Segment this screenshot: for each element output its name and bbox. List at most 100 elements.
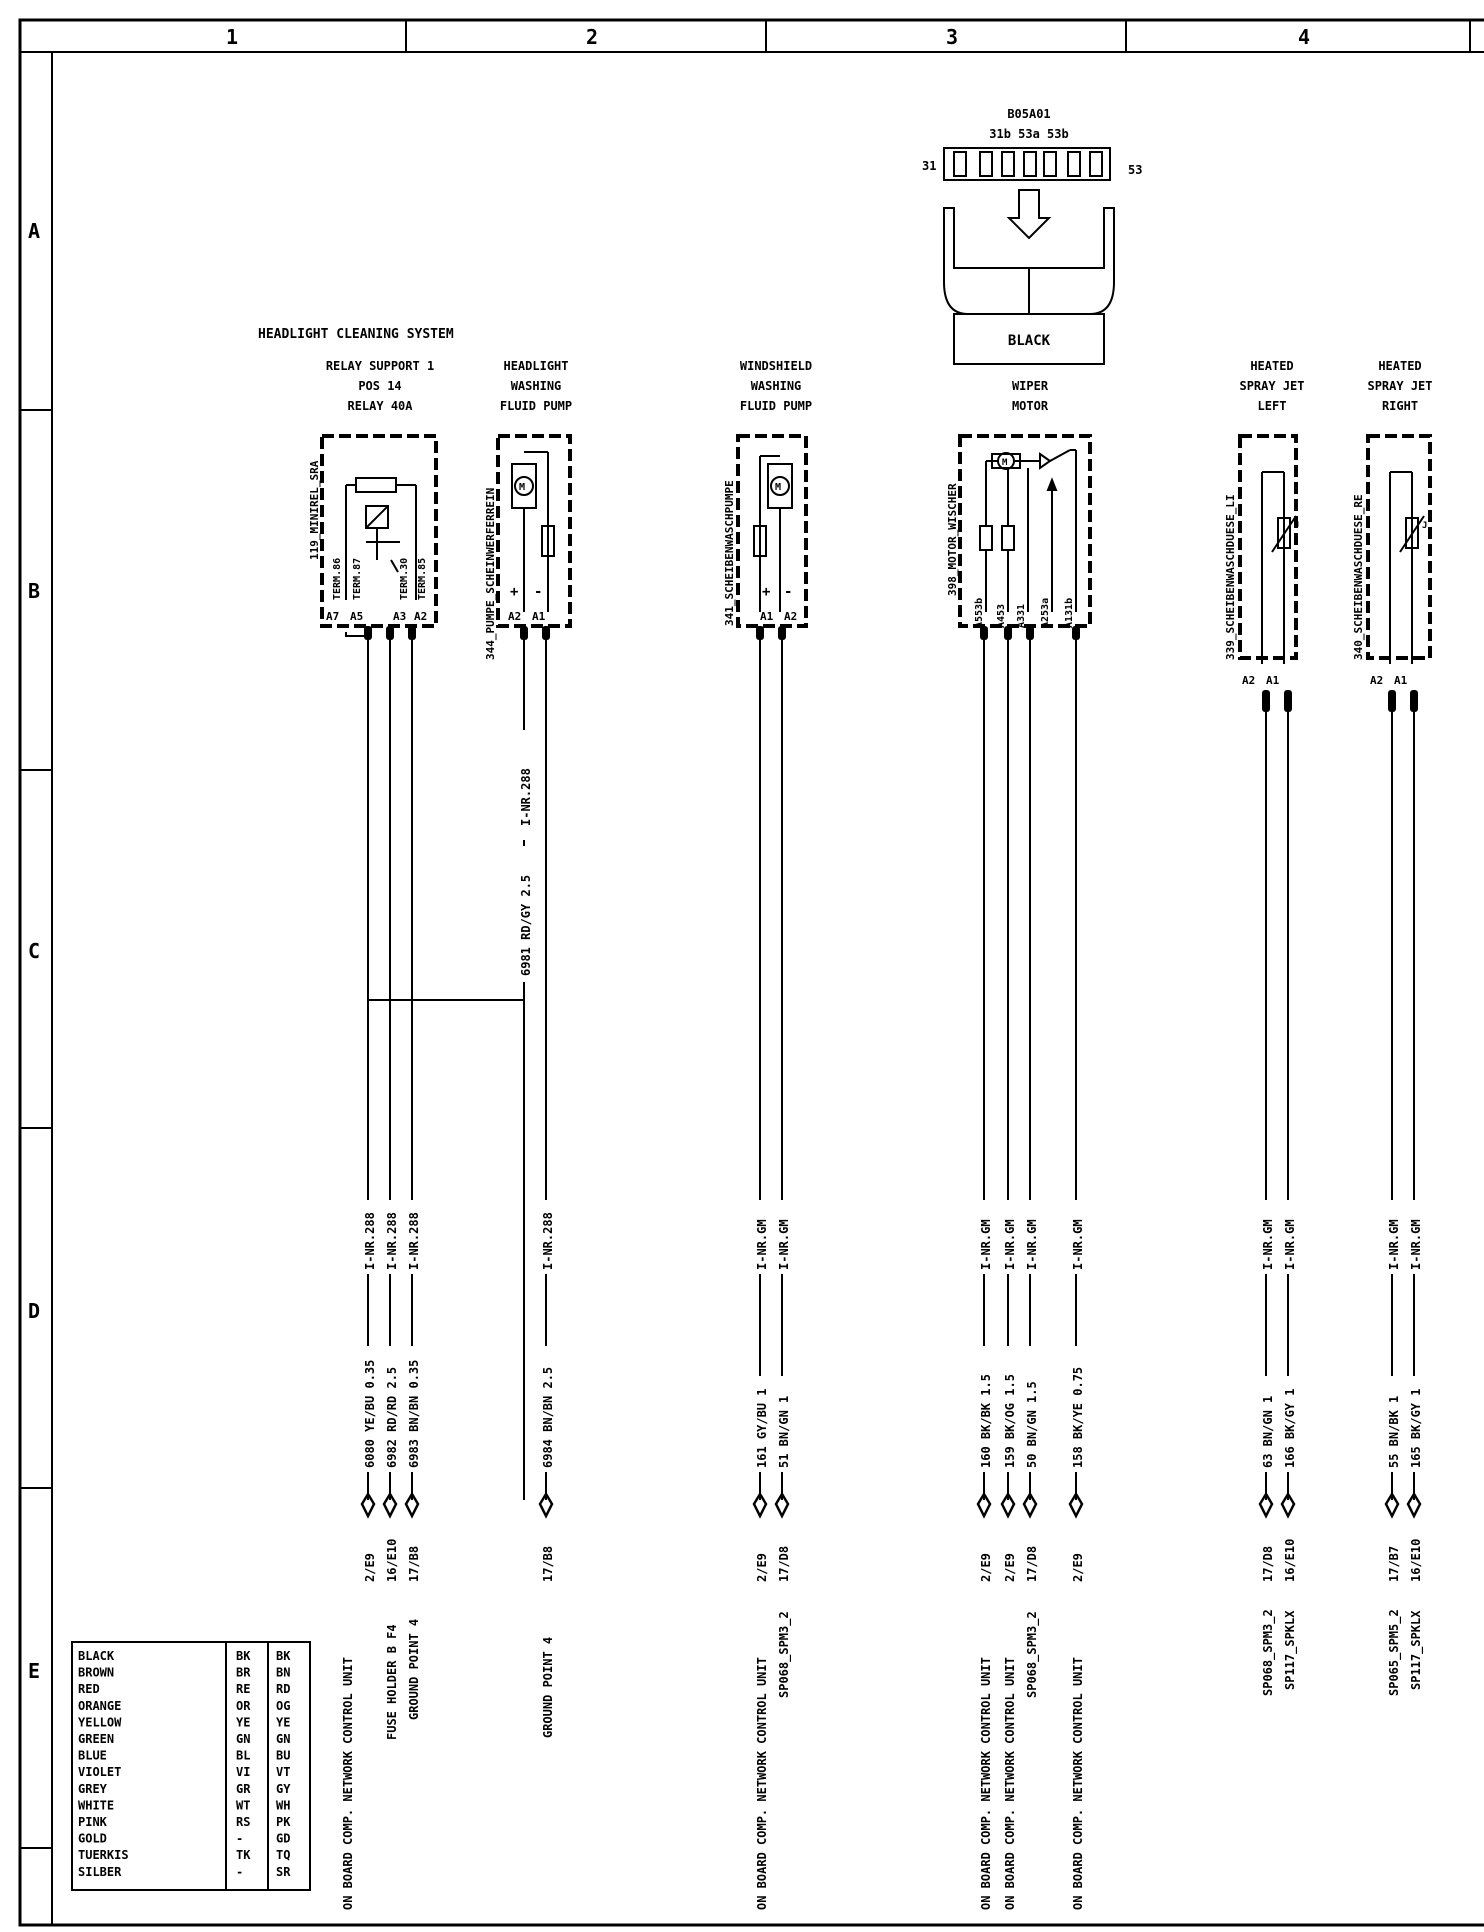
- row-marker: B: [28, 579, 40, 603]
- windshield-pump-tag: 341_SCHEIBENWASCHPUMPE: [723, 480, 736, 626]
- column-marker: 2: [586, 25, 598, 49]
- spray-jet-right-heater-icon: [1389, 471, 1425, 664]
- heater-j-label: J: [1422, 521, 1427, 531]
- legend-color-name: BLACK: [78, 1649, 115, 1663]
- spray-jet-right-title: HEATED: [1378, 359, 1421, 373]
- cross-wire-label: 6981 RD/GY 2.5: [519, 875, 533, 976]
- terminal-icon: [976, 1491, 992, 1519]
- wire-inr: I-NR.288: [363, 1212, 377, 1270]
- wire-lines: [345, 632, 1415, 1500]
- terminal-icon: [1258, 1491, 1274, 1519]
- destination-text: SP117_SPKLX: [1283, 1610, 1298, 1690]
- relay-tag: 119_MINIREL_SRA: [308, 460, 321, 560]
- wiper-motor-box: [958, 434, 1092, 628]
- relay-terminal-label: TERM.85: [417, 558, 428, 600]
- wire-label-group: I-NR.GM 50 BN/GN 1.5: [1020, 1200, 1040, 1472]
- wire-inr: I-NR.GM: [1025, 1219, 1039, 1270]
- legend-code-en: VT: [276, 1765, 290, 1779]
- terminal-icon: [1384, 1491, 1400, 1519]
- wire-inr: I-NR.GM: [1387, 1219, 1401, 1270]
- legend-code-de: TK: [236, 1848, 251, 1862]
- wire-label: 50 BN/GN 1.5: [1025, 1381, 1039, 1468]
- spray-jet-right-pin: A1: [1394, 674, 1408, 687]
- destination-ref: 16/E10: [385, 1539, 399, 1582]
- wire-label-group: I-NR.GM 161 GY/BU 1: [750, 1200, 770, 1472]
- headlight-pump-title: HEADLIGHT: [503, 359, 568, 373]
- legend-code-en: OG: [276, 1699, 290, 1713]
- motor-m-label: M: [519, 482, 525, 493]
- destination-text: SP068_SPM3_2: [1025, 1611, 1040, 1698]
- connector-plug-icon: [943, 147, 1111, 181]
- row-marker: D: [28, 1299, 40, 1323]
- wire-inr: I-NR.GM: [1283, 1219, 1297, 1270]
- windshield-pump-polarity: +: [762, 584, 770, 600]
- legend-code-de: BL: [236, 1749, 250, 1763]
- terminal-icon: [774, 1491, 790, 1519]
- destination-ref: 2/E9: [979, 1553, 993, 1582]
- legend-color-name: GOLD: [78, 1832, 107, 1846]
- destination-text: SP117_SPKLX: [1409, 1610, 1424, 1690]
- destination-ref: 17/B8: [541, 1546, 555, 1582]
- row-marker: A: [28, 219, 40, 243]
- terminal-icon: [360, 1491, 376, 1519]
- wire-label-group: I-NR.288 6983 BN/BN 0.35: [402, 1200, 422, 1472]
- destination-ref: 17/B8: [407, 1546, 421, 1582]
- legend-code-en: GD: [276, 1832, 290, 1846]
- spray-jet-left-heater-icon: [1261, 471, 1297, 664]
- headlight-pump-pin: A2: [508, 610, 521, 623]
- end-terminals: [360, 1491, 1422, 1519]
- cross-wire-inr: I-NR.288: [519, 768, 533, 826]
- destination-labels: 2/E9 ON BOARD COMP. NETWORK CONTROL UNIT…: [341, 1539, 1424, 1910]
- legend-code-de: OR: [236, 1699, 251, 1713]
- wire-label-group: I-NR.GM 55 BN/BK 1: [1382, 1200, 1402, 1472]
- component-titles: RELAY SUPPORT 1 POS 14 RELAY 40A HEADLIG…: [326, 359, 1433, 413]
- terminal-icon: [538, 1491, 554, 1519]
- legend-code-en: SR: [276, 1865, 291, 1879]
- terminal-icon: [1406, 1491, 1422, 1519]
- legend-code-en: BK: [276, 1649, 291, 1663]
- wire-inr: I-NR.GM: [1071, 1219, 1085, 1270]
- connector-id: B05A01: [1007, 107, 1050, 121]
- wire-label-group: I-NR.GM 158 BK/YE 0.75: [1066, 1200, 1086, 1472]
- legend-color-name: VIOLET: [78, 1765, 121, 1779]
- wire-inr: I-NR.GM: [1003, 1219, 1017, 1270]
- legend-code-de: BK: [236, 1649, 251, 1663]
- destination-ref: 2/E9: [1003, 1553, 1017, 1582]
- legend-color-name: BLUE: [78, 1749, 107, 1763]
- headlight-pump-polarity: +: [510, 584, 518, 600]
- legend-code-en: TQ: [276, 1848, 290, 1862]
- windshield-pump-polarity: -: [784, 584, 792, 600]
- legend-code-de: RE: [236, 1682, 250, 1696]
- destination-text: SP068_SPM3_2: [1261, 1609, 1276, 1696]
- wire-inr: I-NR.GM: [1261, 1219, 1275, 1270]
- headlight-pump-box: [496, 434, 572, 628]
- spray-jet-left-title: HEATED: [1250, 359, 1293, 373]
- component-boxes: [320, 434, 1432, 660]
- terminal-icon: [1280, 1491, 1296, 1519]
- wiper-motor-pins: A553b A453 A331 A253a A131b: [974, 598, 1075, 628]
- wire-inr: I-NR.GM: [755, 1219, 769, 1270]
- legend-code-en: RD: [276, 1682, 290, 1696]
- spray-jet-left-title: LEFT: [1258, 399, 1287, 413]
- headlight-pump-motor-icon: [511, 451, 555, 612]
- spray-jet-right-pin: A2: [1370, 674, 1383, 687]
- destination-ref: 16/E10: [1283, 1539, 1297, 1582]
- legend-code-de: -: [236, 1832, 243, 1846]
- terminal-icon: [1000, 1491, 1016, 1519]
- destination-text: FUSE HOLDER B F4: [385, 1624, 399, 1740]
- headlight-pump-title: FLUID PUMP: [500, 399, 572, 413]
- legend-code-en: GN: [276, 1732, 290, 1746]
- legend-code-de: YE: [236, 1715, 250, 1729]
- legend-code-de: WT: [236, 1798, 250, 1812]
- windshield-pump-title: WINDSHIELD: [740, 359, 812, 373]
- wire-label: 160 BK/BK 1.5: [979, 1374, 993, 1468]
- wire-labels: I-NR.288 6080 YE/BU 0.35 I-NR.288 6982 R…: [358, 1200, 1424, 1472]
- column-marker: 4: [1298, 25, 1310, 49]
- spray-jet-right-tag: 340_SCHEIBENWASCHDUESE_RE: [1352, 494, 1365, 660]
- relay-terminal-label: TERM.30: [399, 558, 410, 600]
- wire-label-group: I-NR.GM 51 BN/GN 1: [772, 1200, 792, 1472]
- destination-text: ON BOARD COMP. NETWORK CONTROL UNIT: [755, 1657, 769, 1910]
- relay-terminal-label: TERM.87: [352, 558, 363, 600]
- spray-jet-left-box: [1238, 434, 1298, 660]
